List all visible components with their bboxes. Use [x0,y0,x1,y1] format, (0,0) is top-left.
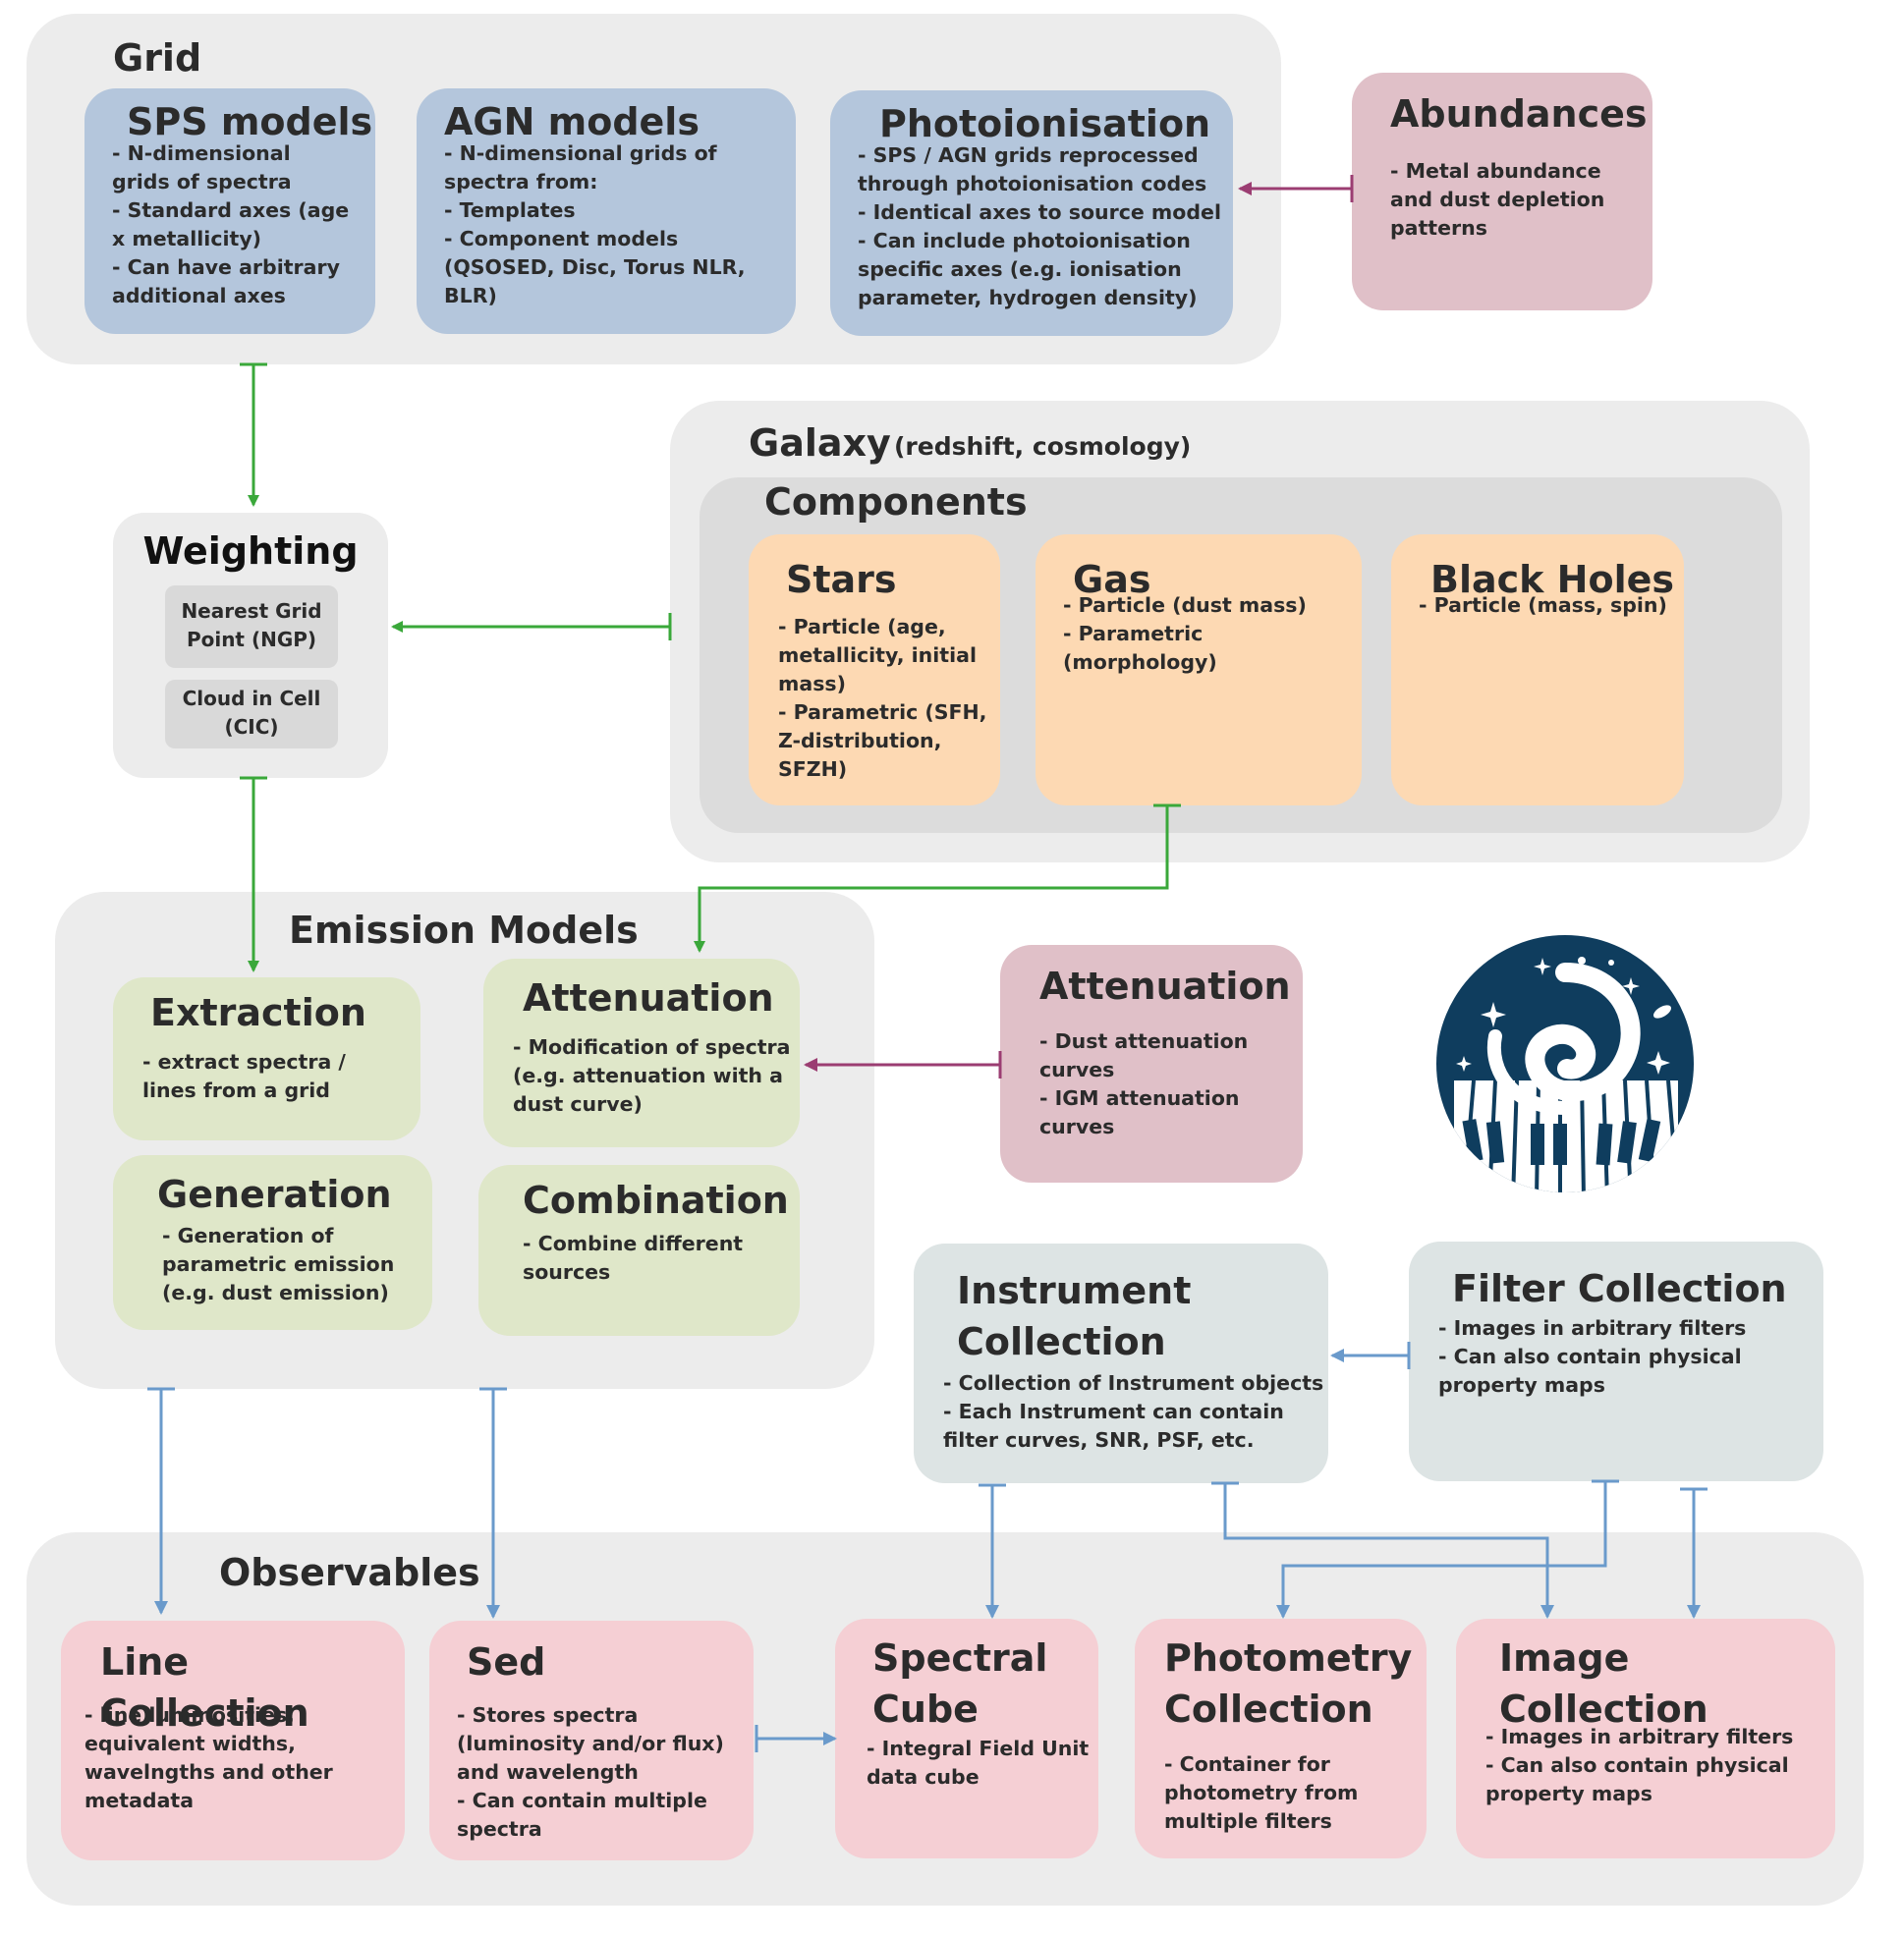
stars-box: Stars - Particle (age, metallicity, init… [749,534,1000,805]
weighting-cic-label: Cloud in Cell (CIC) [182,687,321,739]
weighting-cic: Cloud in Cell (CIC) [165,680,338,748]
sps-models-title: SPS models [127,100,373,143]
photoionisation-box: Photoionisation - SPS / AGN grids reproc… [830,90,1233,336]
weighting-title: Weighting [142,529,359,573]
weighting-ngp-label: Nearest Grid Point (NGP) [181,599,322,651]
galaxy-title: Galaxy [749,421,891,465]
synthesizer-logo-icon [1436,935,1694,1192]
weighting-ngp: Nearest Grid Point (NGP) [165,585,338,668]
galaxy-subtitle: (redshift, cosmology) [894,432,1192,461]
attenuation-model-title: Attenuation [523,976,774,1020]
black-holes-title: Black Holes [1430,558,1674,601]
attenuation-curves-body: - Dust attenuation curves - IGM attenuat… [1039,1029,1249,1138]
generation-title: Generation [157,1173,392,1216]
black-holes-box: Black Holes - Particle (mass, spin) [1391,534,1684,805]
attenuation-model-box: Attenuation - Modification of spectra (e… [483,959,800,1147]
extraction-box: Extraction - extract spectra / lines fro… [113,977,420,1140]
line-collection-body: - line luminosities, equivalent widths, … [84,1703,333,1812]
instrument-collection-title: Instrument Collection [957,1269,1192,1363]
spectral-cube-body: - Integral Field Unit data cube [867,1737,1090,1789]
agn-models-body: - N-dimensional grids of spectra from: -… [444,141,746,307]
sed-box: Sed - Stores spectra (luminosity and/or … [429,1621,754,1860]
sps-models-box: SPS models - N-dimensional grids of spec… [84,88,375,334]
line-collection-title: Line Collection [100,1640,309,1735]
emission-models-title: Emission Models [289,909,639,952]
stars-title: Stars [786,558,897,601]
image-collection-body: - Images in arbitrary filters - Can also… [1485,1725,1794,1805]
weighting-box: Weighting Nearest Grid Point (NGP) Cloud… [113,513,388,778]
photometry-collection-box: Photometry Collection - Container for ph… [1135,1619,1427,1858]
observables-title: Observables [219,1551,480,1594]
grid-title: Grid [113,36,202,80]
abundances-title: Abundances [1390,92,1648,136]
filter-collection-body: - Images in arbitrary filters - Can also… [1438,1316,1747,1397]
spectral-cube-box: Spectral Cube - Integral Field Unit data… [835,1619,1098,1858]
attenuation-curves-title: Attenuation [1039,965,1291,1008]
sps-models-body: - N-dimensional grids of spectra - Stand… [112,141,350,307]
image-collection-box: Image Collection - Images in arbitrary f… [1456,1619,1835,1858]
generation-body: - Generation of parametric emission (e.g… [162,1224,395,1304]
photometry-collection-body: - Container for photometry from multiple… [1164,1752,1359,1833]
gas-box: Gas - Particle (dust mass) - Parametric … [1036,534,1362,805]
agn-models-box: AGN models - N-dimensional grids of spec… [417,88,796,334]
generation-box: Generation - Generation of parametric em… [113,1155,432,1330]
instrument-collection-box: Instrument Collection - Collection of In… [914,1244,1328,1483]
photometry-collection-title: Photometry Collection [1164,1636,1413,1731]
combination-box: Combination - Combine different sources [478,1165,800,1336]
abundances-body: - Metal abundance and dust depletion pat… [1390,159,1605,240]
filter-collection-title: Filter Collection [1452,1267,1787,1310]
abundances-box: Abundances - Metal abundance and dust de… [1352,73,1652,310]
combination-body: - Combine different sources [523,1232,744,1284]
gas-title: Gas [1073,558,1151,601]
extraction-title: Extraction [150,991,366,1034]
spectral-cube-title: Spectral Cube [872,1636,1048,1731]
image-collection-title: Image Collection [1499,1636,1708,1731]
sed-body: - Stores spectra (luminosity and/or flux… [457,1703,724,1841]
line-collection-box: Line Collection - line luminosities, equ… [61,1621,405,1860]
instrument-collection-body: - Collection of Instrument objects - Eac… [943,1371,1324,1452]
attenuation-model-body: - Modification of spectra (e.g. attenuat… [513,1035,791,1116]
filter-collection-box: Filter Collection - Images in arbitrary … [1409,1242,1823,1481]
extraction-body: - extract spectra / lines from a grid [142,1050,346,1102]
black-holes-body: - Particle (mass, spin) [1419,593,1667,617]
photoionisation-body: - SPS / AGN grids reprocessed through ph… [858,143,1221,309]
components-title: Components [764,480,1028,524]
sed-title: Sed [467,1640,546,1684]
photoionisation-title: Photoionisation [879,102,1211,145]
gas-body: - Particle (dust mass) - Parametric (mor… [1063,593,1307,674]
agn-models-title: AGN models [444,100,700,143]
attenuation-curves-box: Attenuation - Dust attenuation curves - … [1000,945,1303,1183]
combination-title: Combination [523,1179,789,1222]
stars-body: - Particle (age, metallicity, initial ma… [778,615,987,781]
